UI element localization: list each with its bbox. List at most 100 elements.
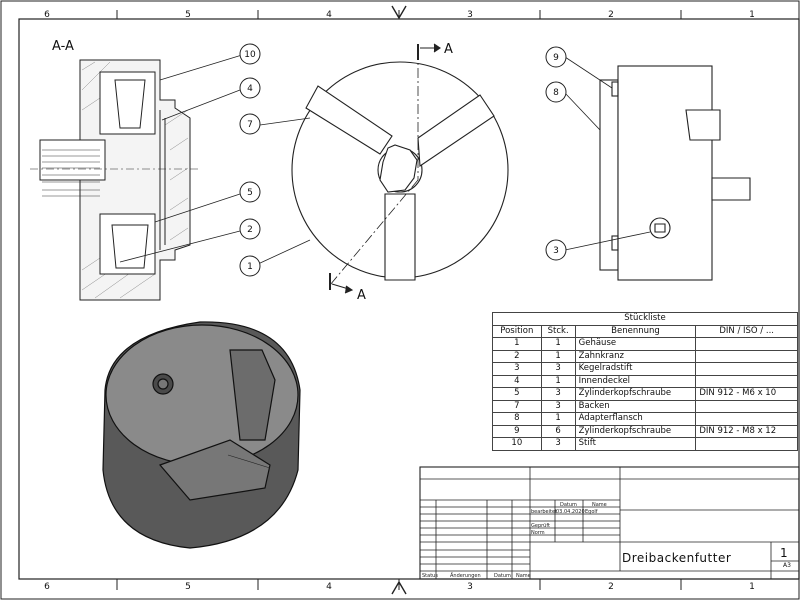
tb-datum-label: Datum (560, 502, 577, 508)
cell-standard (695, 437, 798, 451)
cell-position: 10 (492, 437, 542, 451)
callout-3: 3 (553, 246, 559, 256)
cell-position: 4 (492, 374, 542, 388)
cell-standard (695, 362, 798, 376)
callout-4: 4 (247, 84, 253, 94)
sheet-number: 1 (780, 546, 788, 560)
tb-rev-changes: Änderungen (450, 573, 481, 579)
section-view (30, 59, 200, 301)
cell-qty: 1 (540, 412, 576, 426)
section-title: A-A (52, 39, 74, 54)
cell-designation: Kegelradstift (574, 362, 697, 376)
cell-designation: Zylinderkopfschraube (574, 424, 697, 438)
cell-designation: Zahnkranz (574, 349, 697, 363)
cell-position: 5 (492, 387, 542, 401)
cell-designation: Zylinderkopfschraube (574, 387, 697, 401)
sheet-size: A3 (783, 562, 791, 569)
cell-qty: 1 (540, 374, 576, 388)
isometric-view (102, 321, 301, 549)
callout-8: 8 (553, 88, 559, 98)
cell-position: 8 (492, 412, 542, 426)
cell-qty: 3 (540, 387, 576, 401)
tb-norm-label: Norm (531, 530, 545, 536)
cell-position: 3 (492, 362, 542, 376)
frame-col-top-3: 3 (467, 10, 473, 20)
frame-col-bottom-5: 5 (185, 582, 191, 592)
cut-label-top: A (444, 42, 453, 57)
cell-position: 1 (492, 337, 542, 351)
parts-list-header-row: Position Stck. Benennung DIN / ISO / ... (492, 324, 798, 338)
callout-5: 5 (247, 188, 253, 198)
frame-col-top-5: 5 (185, 10, 191, 20)
cell-designation: Adapterflansch (574, 412, 697, 426)
frame-col-top-1: 1 (749, 10, 755, 20)
frame-col-bottom-6: 6 (44, 582, 50, 592)
cell-qty: 1 (540, 337, 576, 351)
cell-designation: Stift (574, 437, 697, 451)
col-header-standard: DIN / ISO / ... (695, 324, 798, 338)
frame-col-top-4: 4 (326, 10, 332, 20)
drawing-title: Dreibackenfutter (622, 551, 732, 565)
cell-standard (695, 412, 798, 426)
tb-rev-date: Datum (494, 573, 511, 579)
cell-standard (695, 337, 798, 351)
callout-leaders (119, 54, 651, 265)
col-header-designation: Benennung (574, 324, 697, 338)
tb-rev-name: Name (516, 573, 531, 579)
parts-list-title: Stückliste (492, 312, 798, 326)
parts-list-title-row: Stückliste (492, 312, 798, 326)
frame-col-top-2: 2 (608, 10, 614, 20)
col-header-qty: Stck. (540, 324, 576, 338)
tb-geprueft-label: Geprüft (531, 523, 550, 529)
callout-balloons (239, 43, 567, 277)
cell-standard: DIN 912 - M6 x 10 (695, 387, 798, 401)
callout-9: 9 (553, 53, 559, 63)
col-header-position: Position (492, 324, 542, 338)
cell-standard (695, 349, 798, 363)
cell-qty: 3 (540, 399, 576, 413)
cell-position: 2 (492, 349, 542, 363)
cell-standard (695, 399, 798, 413)
frame-col-bottom-3: 3 (467, 582, 473, 592)
cell-standard (695, 374, 798, 388)
tb-rev-status: Status (422, 573, 438, 579)
cell-qty: 6 (540, 424, 576, 438)
front-view (291, 43, 509, 294)
cell-qty: 3 (540, 437, 576, 451)
tb-name-label: Name (592, 502, 607, 508)
tb-date: 03.04.2020 (556, 509, 585, 515)
callout-2: 2 (247, 225, 253, 235)
side-view (599, 65, 751, 281)
frame-col-top-6: 6 (44, 10, 50, 20)
callout-10: 10 (244, 50, 256, 60)
tb-bearbeitet-label: bearbeitet (531, 509, 558, 515)
callout-7: 7 (247, 120, 253, 130)
cell-qty: 3 (540, 362, 576, 376)
cell-designation: Backen (574, 399, 697, 413)
cell-standard: DIN 912 - M8 x 12 (695, 424, 798, 438)
tb-name: Egolf (585, 509, 598, 515)
title-block-grid (419, 466, 800, 580)
cut-label-bottom: A (357, 288, 366, 303)
callout-1: 1 (247, 262, 253, 272)
cell-position: 9 (492, 424, 542, 438)
frame-col-bottom-1: 1 (749, 582, 755, 592)
cell-qty: 1 (540, 349, 576, 363)
cell-position: 7 (492, 399, 542, 413)
cell-designation: Gehäuse (574, 337, 697, 351)
parts-list: Stückliste Position Stck. Benennung DIN … (492, 312, 798, 451)
frame-col-bottom-4: 4 (326, 582, 332, 592)
frame-col-bottom-2: 2 (608, 582, 614, 592)
